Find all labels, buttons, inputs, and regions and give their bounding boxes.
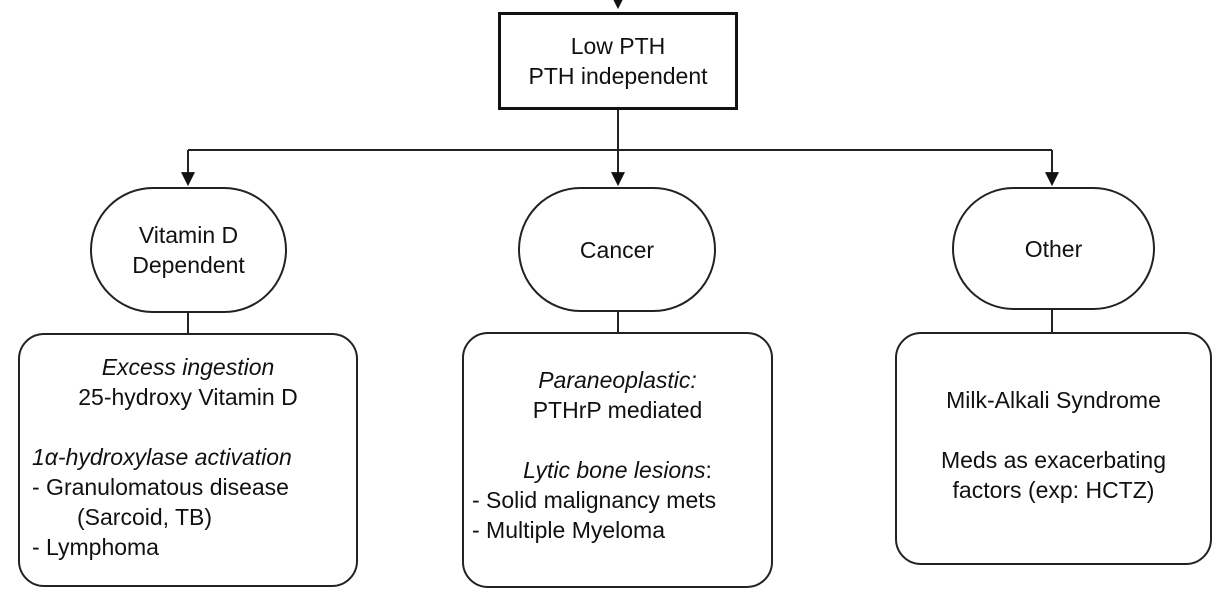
detail-line: 1α-hydroxylase activation [32, 444, 292, 470]
detail-line: Milk-Alkali Syndrome [946, 387, 1161, 413]
detail-line: - Multiple Myeloma [472, 517, 665, 543]
detail-box-vitamin-d: Excess ingestion 25-hydroxy Vitamin D 1α… [18, 333, 358, 587]
branch-node-cancer: Cancer [518, 187, 716, 312]
branch-node-label: Vitamin D Dependent [132, 222, 245, 278]
root-node-low-pth: Low PTH PTH independent [498, 12, 738, 110]
branch-node-label: Other [1024, 235, 1083, 262]
branch-node-label: Cancer [579, 236, 655, 263]
root-node-label: Low PTH PTH independent [528, 33, 708, 89]
spacer [897, 415, 1210, 445]
detail-box-other: Milk-Alkali Syndrome Meds as exacerbatin… [895, 332, 1212, 565]
branch-node-other: Other [952, 187, 1155, 310]
branch-node-vitamin-d: Vitamin D Dependent [90, 187, 287, 313]
detail-line-colon: : [705, 457, 712, 483]
detail-line: Meds as exacerbating factors (exp: HCTZ) [940, 447, 1166, 503]
detail-line: Excess ingestion [101, 354, 275, 380]
detail-line: - Solid malignancy mets [472, 487, 717, 513]
detail-line: - Lymphoma [32, 534, 159, 560]
detail-line: Lytic bone lesions: [464, 455, 771, 485]
detail-line: Paraneoplastic: [538, 367, 697, 393]
spacer [464, 425, 771, 455]
detail-line: PTHrP mediated [532, 397, 703, 423]
detail-line: - Granulomatous disease [32, 474, 289, 500]
detail-line: 25-hydroxy Vitamin D [78, 384, 298, 410]
spacer [20, 412, 356, 442]
detail-line: (Sarcoid, TB) [77, 504, 213, 530]
detail-line-italic-part: Lytic bone lesions [523, 457, 706, 483]
detail-box-cancer: Paraneoplastic: PTHrP mediated Lytic bon… [462, 332, 773, 588]
